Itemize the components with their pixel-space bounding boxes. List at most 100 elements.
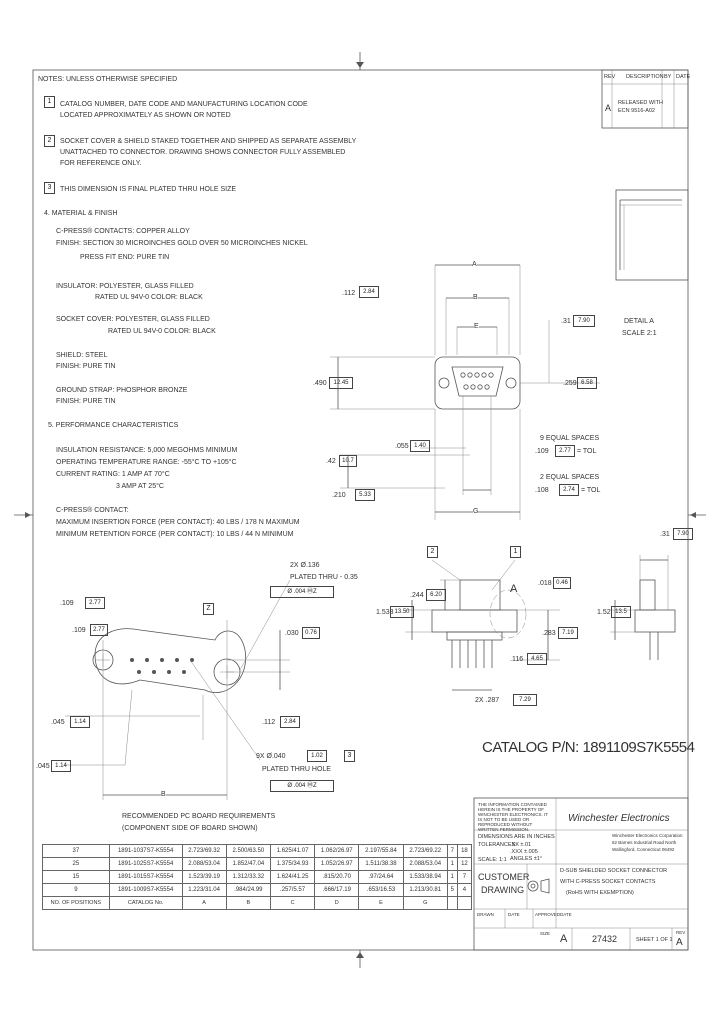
dim-a: A bbox=[472, 261, 477, 269]
table-cell: 2.723/69.32 bbox=[181, 844, 227, 858]
dim-045-pcb-2: .045 bbox=[36, 763, 50, 770]
dim-109-pcb-2-metric: 2.77 bbox=[90, 624, 108, 636]
dim-tol-1: = TOL bbox=[577, 448, 597, 455]
note-4-header: 4. MATERIAL & FINISH bbox=[44, 210, 118, 217]
customer-label: CUSTOMER bbox=[478, 872, 530, 882]
note-1-line2: LOCATED APPROXIMATELY AS SHOWN OR NOTED bbox=[60, 112, 231, 119]
dim-109: .109 bbox=[535, 448, 549, 455]
dim-109-pcb: .109 bbox=[60, 600, 74, 607]
ground-line1: GROUND STRAP: PHOSPHOR BRONZE bbox=[56, 387, 188, 394]
dim-055-metric: 1.40 bbox=[410, 440, 430, 452]
rev-label: REV bbox=[676, 930, 686, 935]
dim-31-right-metric: 7.90 bbox=[673, 528, 693, 540]
drawn-label: DRAWN bbox=[477, 912, 494, 917]
shield-line1: SHIELD: STEEL bbox=[56, 352, 108, 359]
table-cell: 1 bbox=[446, 857, 458, 871]
dim-31-right: .31 bbox=[660, 531, 670, 538]
hole-tolerance-frame: Ø .004 ⓂZ bbox=[270, 586, 334, 598]
dim-9-equal-spaces: 9 EQUAL SPACES bbox=[540, 435, 600, 442]
note-2-line1: SOCKET COVER & SHIELD STAKED TOGETHER AN… bbox=[60, 138, 357, 145]
dim-055: .055 bbox=[395, 443, 409, 450]
dim-112-pcb: .112 bbox=[262, 719, 276, 726]
dim-030: .030 bbox=[285, 630, 299, 637]
table-cell: 1.511/38.38 bbox=[358, 857, 404, 871]
cpress-line3: MINIMUM RETENTION FORCE (PER CONTACT): 1… bbox=[56, 531, 294, 538]
dim-112-pcb-metric: 2.84 bbox=[280, 716, 300, 728]
table-cell: 12 bbox=[456, 857, 473, 871]
callout-1-flag: 1 bbox=[510, 546, 521, 558]
approved-label: APPROVED bbox=[535, 912, 561, 917]
dim-244-metric: 6.20 bbox=[426, 589, 446, 601]
dim-152-metric: 13.5 bbox=[611, 606, 631, 618]
contacts-line3: PRESS FIT END: PURE TIN bbox=[80, 254, 170, 261]
dim-533-metric: 13.50 bbox=[390, 606, 414, 618]
dim-116-metric: 4.65 bbox=[527, 653, 547, 665]
dim-108-metric: 2.74 bbox=[559, 484, 579, 496]
table-header-cell bbox=[446, 896, 458, 910]
table-cell: 5 bbox=[446, 883, 458, 897]
table-header-cell: E bbox=[358, 896, 404, 910]
table-cell: 9 bbox=[42, 883, 110, 897]
dimensions-note: DIMENSIONS ARE IN INCHES bbox=[478, 834, 555, 840]
dim-2x-287: 2X .287 bbox=[475, 697, 500, 704]
table-cell: .97/24.64 bbox=[358, 870, 404, 884]
table-cell: 1.052/26.97 bbox=[314, 857, 360, 871]
table-header-cell: D bbox=[314, 896, 360, 910]
dim-533: 1.533 bbox=[376, 609, 394, 616]
table-cell: .666/17.19 bbox=[314, 883, 360, 897]
pcb-requirements-line1: RECOMMENDED PC BOARD REQUIREMENTS bbox=[122, 813, 276, 820]
cover-line2: RATED UL 94V-0 COLOR: BLACK bbox=[108, 328, 216, 335]
table-cell: 1.062/26.97 bbox=[314, 844, 360, 858]
disclaimer-text: THE INFORMATION CONTAINED HEREIN IS THE … bbox=[478, 802, 548, 832]
company-line2: 62 Barnes Industrial Road North bbox=[612, 840, 677, 845]
dim-109-metric: 2.77 bbox=[555, 445, 575, 457]
table-cell: 7 bbox=[456, 870, 473, 884]
detail-a-label: DETAIL A bbox=[624, 318, 654, 325]
tolerance-2: .XXX ±.005 bbox=[510, 849, 538, 855]
dim-tol-2: = TOL bbox=[581, 487, 601, 494]
dim-210: .210 bbox=[332, 492, 346, 499]
dim-259-metric: 6.58 bbox=[577, 377, 597, 389]
note-2-flag: 2 bbox=[44, 135, 55, 147]
table-cell: 2.088/53.04 bbox=[402, 857, 448, 871]
dim-244: .244 bbox=[410, 592, 424, 599]
dim-42-metric: 10.7 bbox=[339, 455, 357, 467]
note-2-line3: FOR REFERENCE ONLY. bbox=[60, 160, 142, 167]
dim-42: .42 bbox=[326, 458, 336, 465]
table-cell: 37 bbox=[42, 844, 110, 858]
detail-a-marker: A bbox=[510, 583, 518, 595]
table-cell: 1.312/33.32 bbox=[225, 870, 271, 884]
table-cell: 1.625/41.07 bbox=[269, 844, 316, 858]
table-cell: 2.723/69.22 bbox=[402, 844, 448, 858]
table-cell: 1.213/30.81 bbox=[402, 883, 448, 897]
dim-g: G bbox=[473, 508, 479, 516]
dim-108: .108 bbox=[535, 487, 549, 494]
rev-value-title: A bbox=[676, 937, 683, 948]
table-cell: 1891-1037S7-K5554 bbox=[108, 844, 183, 858]
table-header-cell: G bbox=[402, 896, 448, 910]
dim-018: .018 bbox=[538, 580, 552, 587]
note-2-line2: UNATTACHED TO CONNECTOR. DRAWING SHOWS C… bbox=[60, 149, 346, 156]
rev-desc-line2: ECN 9516-A02 bbox=[618, 108, 655, 114]
sheet-label: SHEET 1 OF 1 bbox=[636, 937, 673, 943]
dim-e: E bbox=[474, 323, 479, 331]
drawing-label: DRAWING bbox=[481, 885, 525, 895]
size-value: A bbox=[560, 933, 568, 945]
table-header-cell: CATALOG No. bbox=[108, 896, 183, 910]
date-col-header: DATE bbox=[676, 74, 691, 80]
dim-109-pcb-2: .109 bbox=[72, 627, 86, 634]
note-5-header: 5. PERFORMANCE CHARACTERISTICS bbox=[48, 422, 179, 429]
dim-112-metric: 2.84 bbox=[359, 286, 379, 298]
dim-116: .116 bbox=[510, 656, 524, 663]
dim-030-metric: 0.76 bbox=[302, 627, 320, 639]
table-cell: 1.533/38.94 bbox=[402, 870, 448, 884]
date-label: DATE bbox=[508, 912, 520, 917]
table-cell: 1.523/39.19 bbox=[181, 870, 227, 884]
dim-045-metric: 1.14 bbox=[70, 716, 90, 728]
desc-line3: (RoHS WITH EXEMPTION) bbox=[566, 890, 634, 896]
dim-210-metric: 5.33 bbox=[355, 489, 375, 501]
dim-045-pcb-2-metric: 1.14 bbox=[51, 760, 71, 772]
